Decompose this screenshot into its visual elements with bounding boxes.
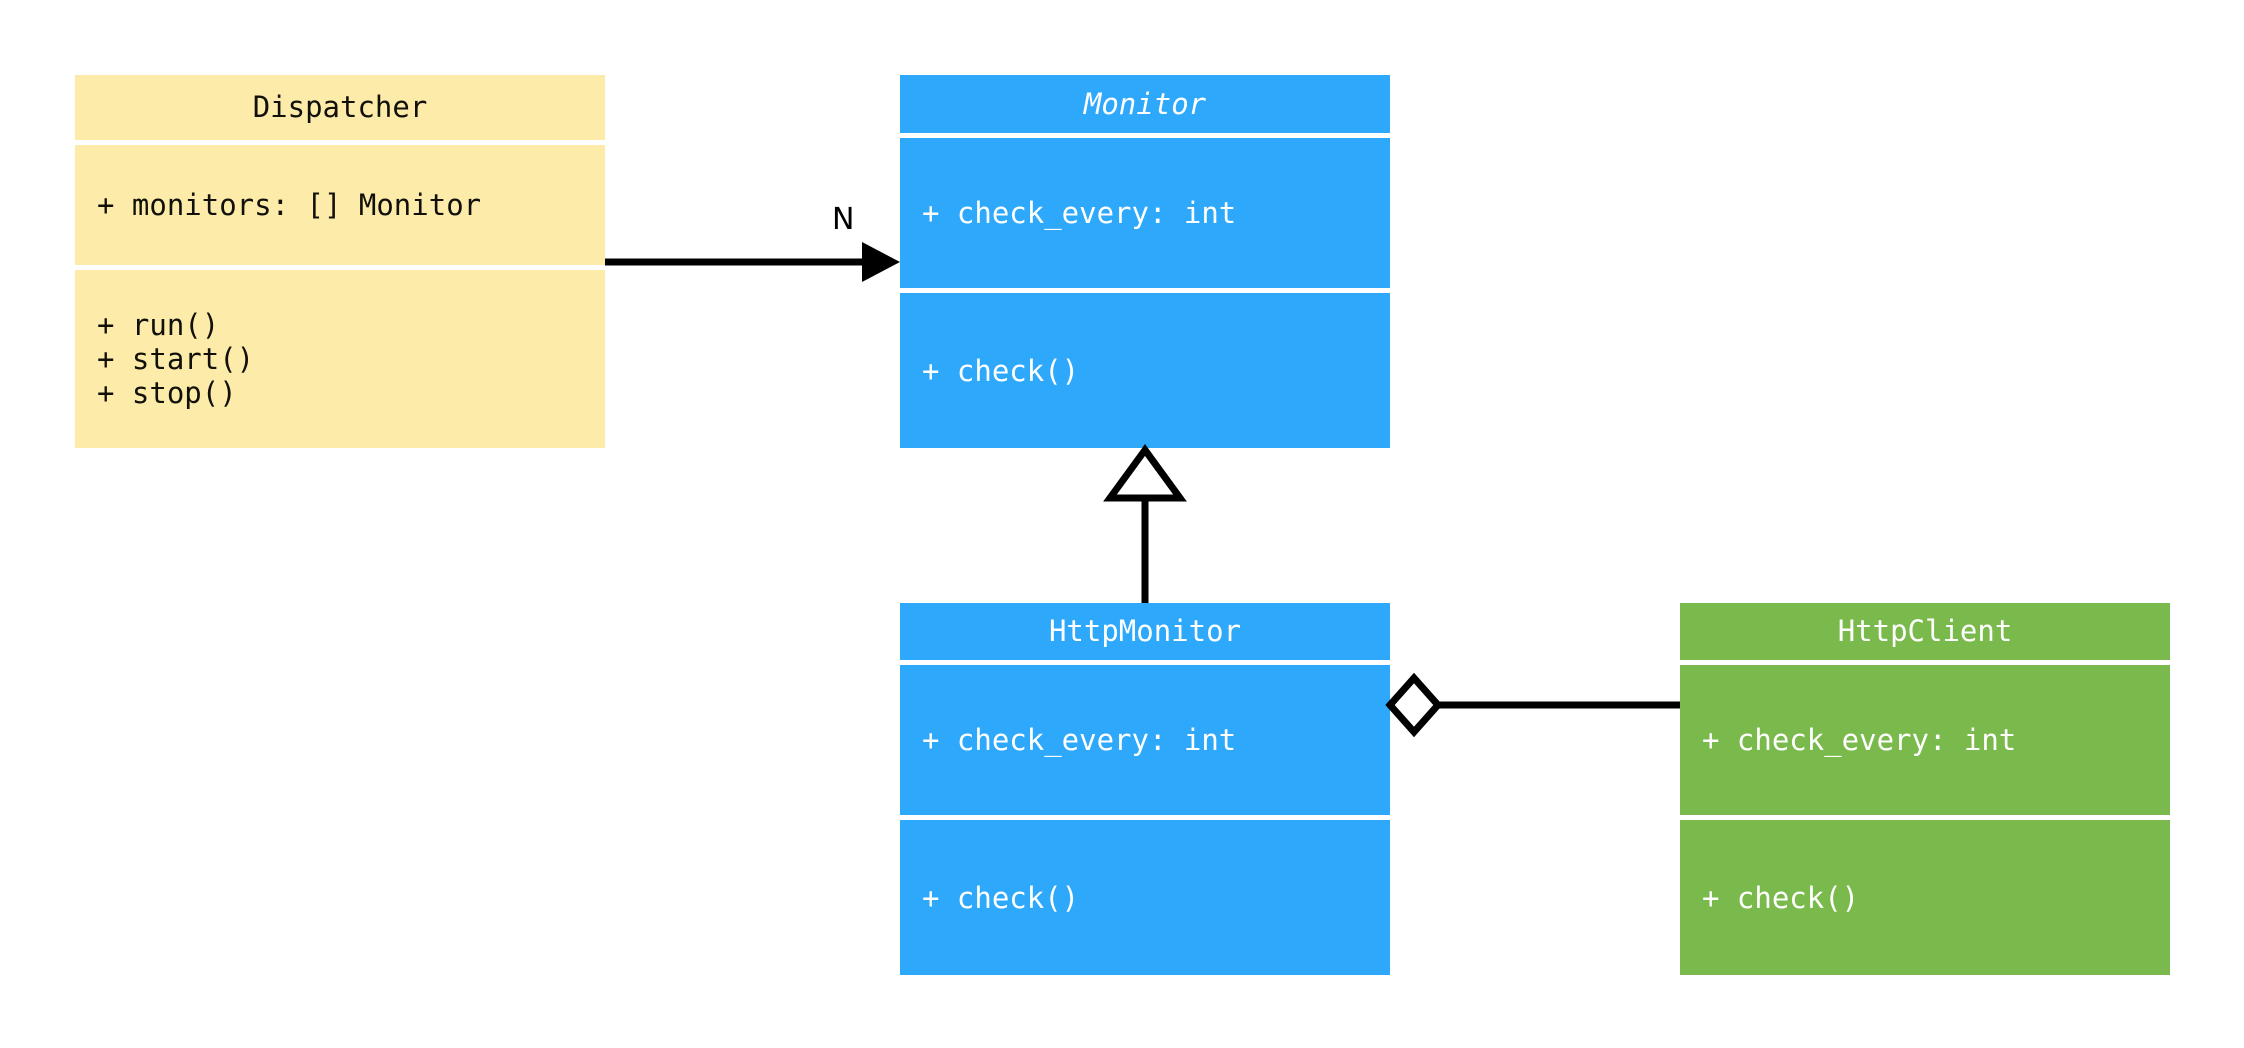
method-item: + stop() xyxy=(97,376,237,410)
method-item: + check() xyxy=(1702,880,1860,915)
association-dispatcher-monitor xyxy=(605,242,900,282)
attribute-item: + monitors: [] Monitor xyxy=(97,188,482,222)
class-methods-http-client: + check() xyxy=(1680,815,2170,975)
class-methods-http-monitor: + check() xyxy=(900,815,1390,975)
class-attributes-http-monitor: + check_every: int xyxy=(900,660,1390,815)
class-attributes-monitor: + check_every: int xyxy=(900,133,1390,288)
class-box-http-monitor[interactable]: HttpMonitor + check_every: int + check() xyxy=(900,603,1390,975)
class-attributes-dispatcher: + monitors: [] Monitor xyxy=(75,140,605,265)
class-methods-dispatcher: + run() + start() + stop() xyxy=(75,265,605,448)
class-title-http-client: HttpClient xyxy=(1837,614,2013,648)
aggregation-http-monitor-http-client xyxy=(1385,672,1680,738)
class-box-http-client[interactable]: HttpClient + check_every: int + check() xyxy=(1680,603,2170,975)
class-title-http-monitor: HttpMonitor xyxy=(1048,614,1242,648)
class-box-dispatcher[interactable]: Dispatcher + monitors: [] Monitor + run(… xyxy=(75,75,605,448)
method-item: + check() xyxy=(922,353,1080,388)
hollow-triangle-arrowhead-icon xyxy=(1103,444,1187,502)
filled-arrowhead-icon xyxy=(862,242,900,282)
method-item: + check() xyxy=(922,880,1080,915)
class-title-dispatcher: Dispatcher xyxy=(252,90,428,124)
hollow-diamond-icon xyxy=(1385,672,1443,738)
method-item: + run() xyxy=(97,308,220,342)
generalization-http-monitor-monitor xyxy=(1103,444,1187,603)
attribute-item: + check_every: int xyxy=(922,196,1237,230)
class-methods-monitor: + check() xyxy=(900,288,1390,448)
method-item: + start() xyxy=(97,342,255,376)
class-box-monitor[interactable]: Monitor + check_every: int + check() xyxy=(900,75,1390,448)
multiplicity-label-n: N xyxy=(832,202,855,237)
attribute-item: + check_every: int xyxy=(922,723,1237,757)
attribute-item: + check_every: int xyxy=(1702,723,2017,757)
class-attributes-http-client: + check_every: int xyxy=(1680,660,2170,815)
class-title-monitor: Monitor xyxy=(1083,86,1207,121)
